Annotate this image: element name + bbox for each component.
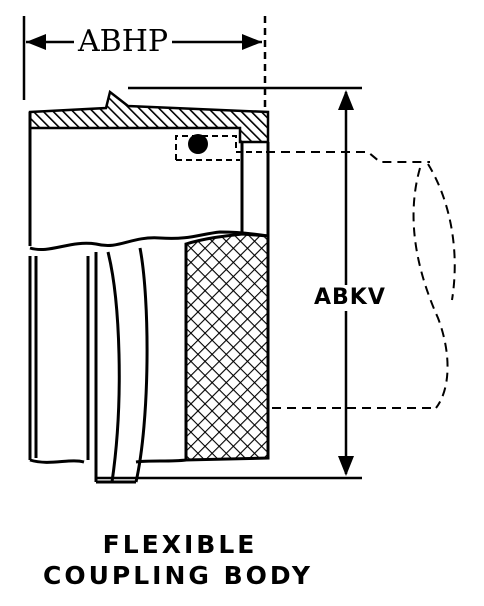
caption-line-1: FLEXIBLE bbox=[102, 530, 258, 559]
body-top-wall bbox=[28, 89, 270, 144]
abkv-dimension-label: ABKV bbox=[312, 285, 388, 311]
arrowhead-top bbox=[338, 90, 354, 110]
arrowhead-left bbox=[26, 34, 46, 50]
abhp-dimension-label: ABHP bbox=[74, 27, 173, 57]
phantom-mating-part bbox=[266, 151, 456, 409]
knurled-ring bbox=[184, 232, 270, 462]
abkv-dimension-line bbox=[338, 90, 354, 476]
caption-line-2: COUPLING BODY bbox=[43, 561, 313, 590]
arrowhead-bottom bbox=[338, 456, 354, 476]
oring-groove bbox=[175, 135, 268, 160]
oring-icon bbox=[188, 134, 208, 154]
arrowhead-right bbox=[242, 34, 262, 50]
